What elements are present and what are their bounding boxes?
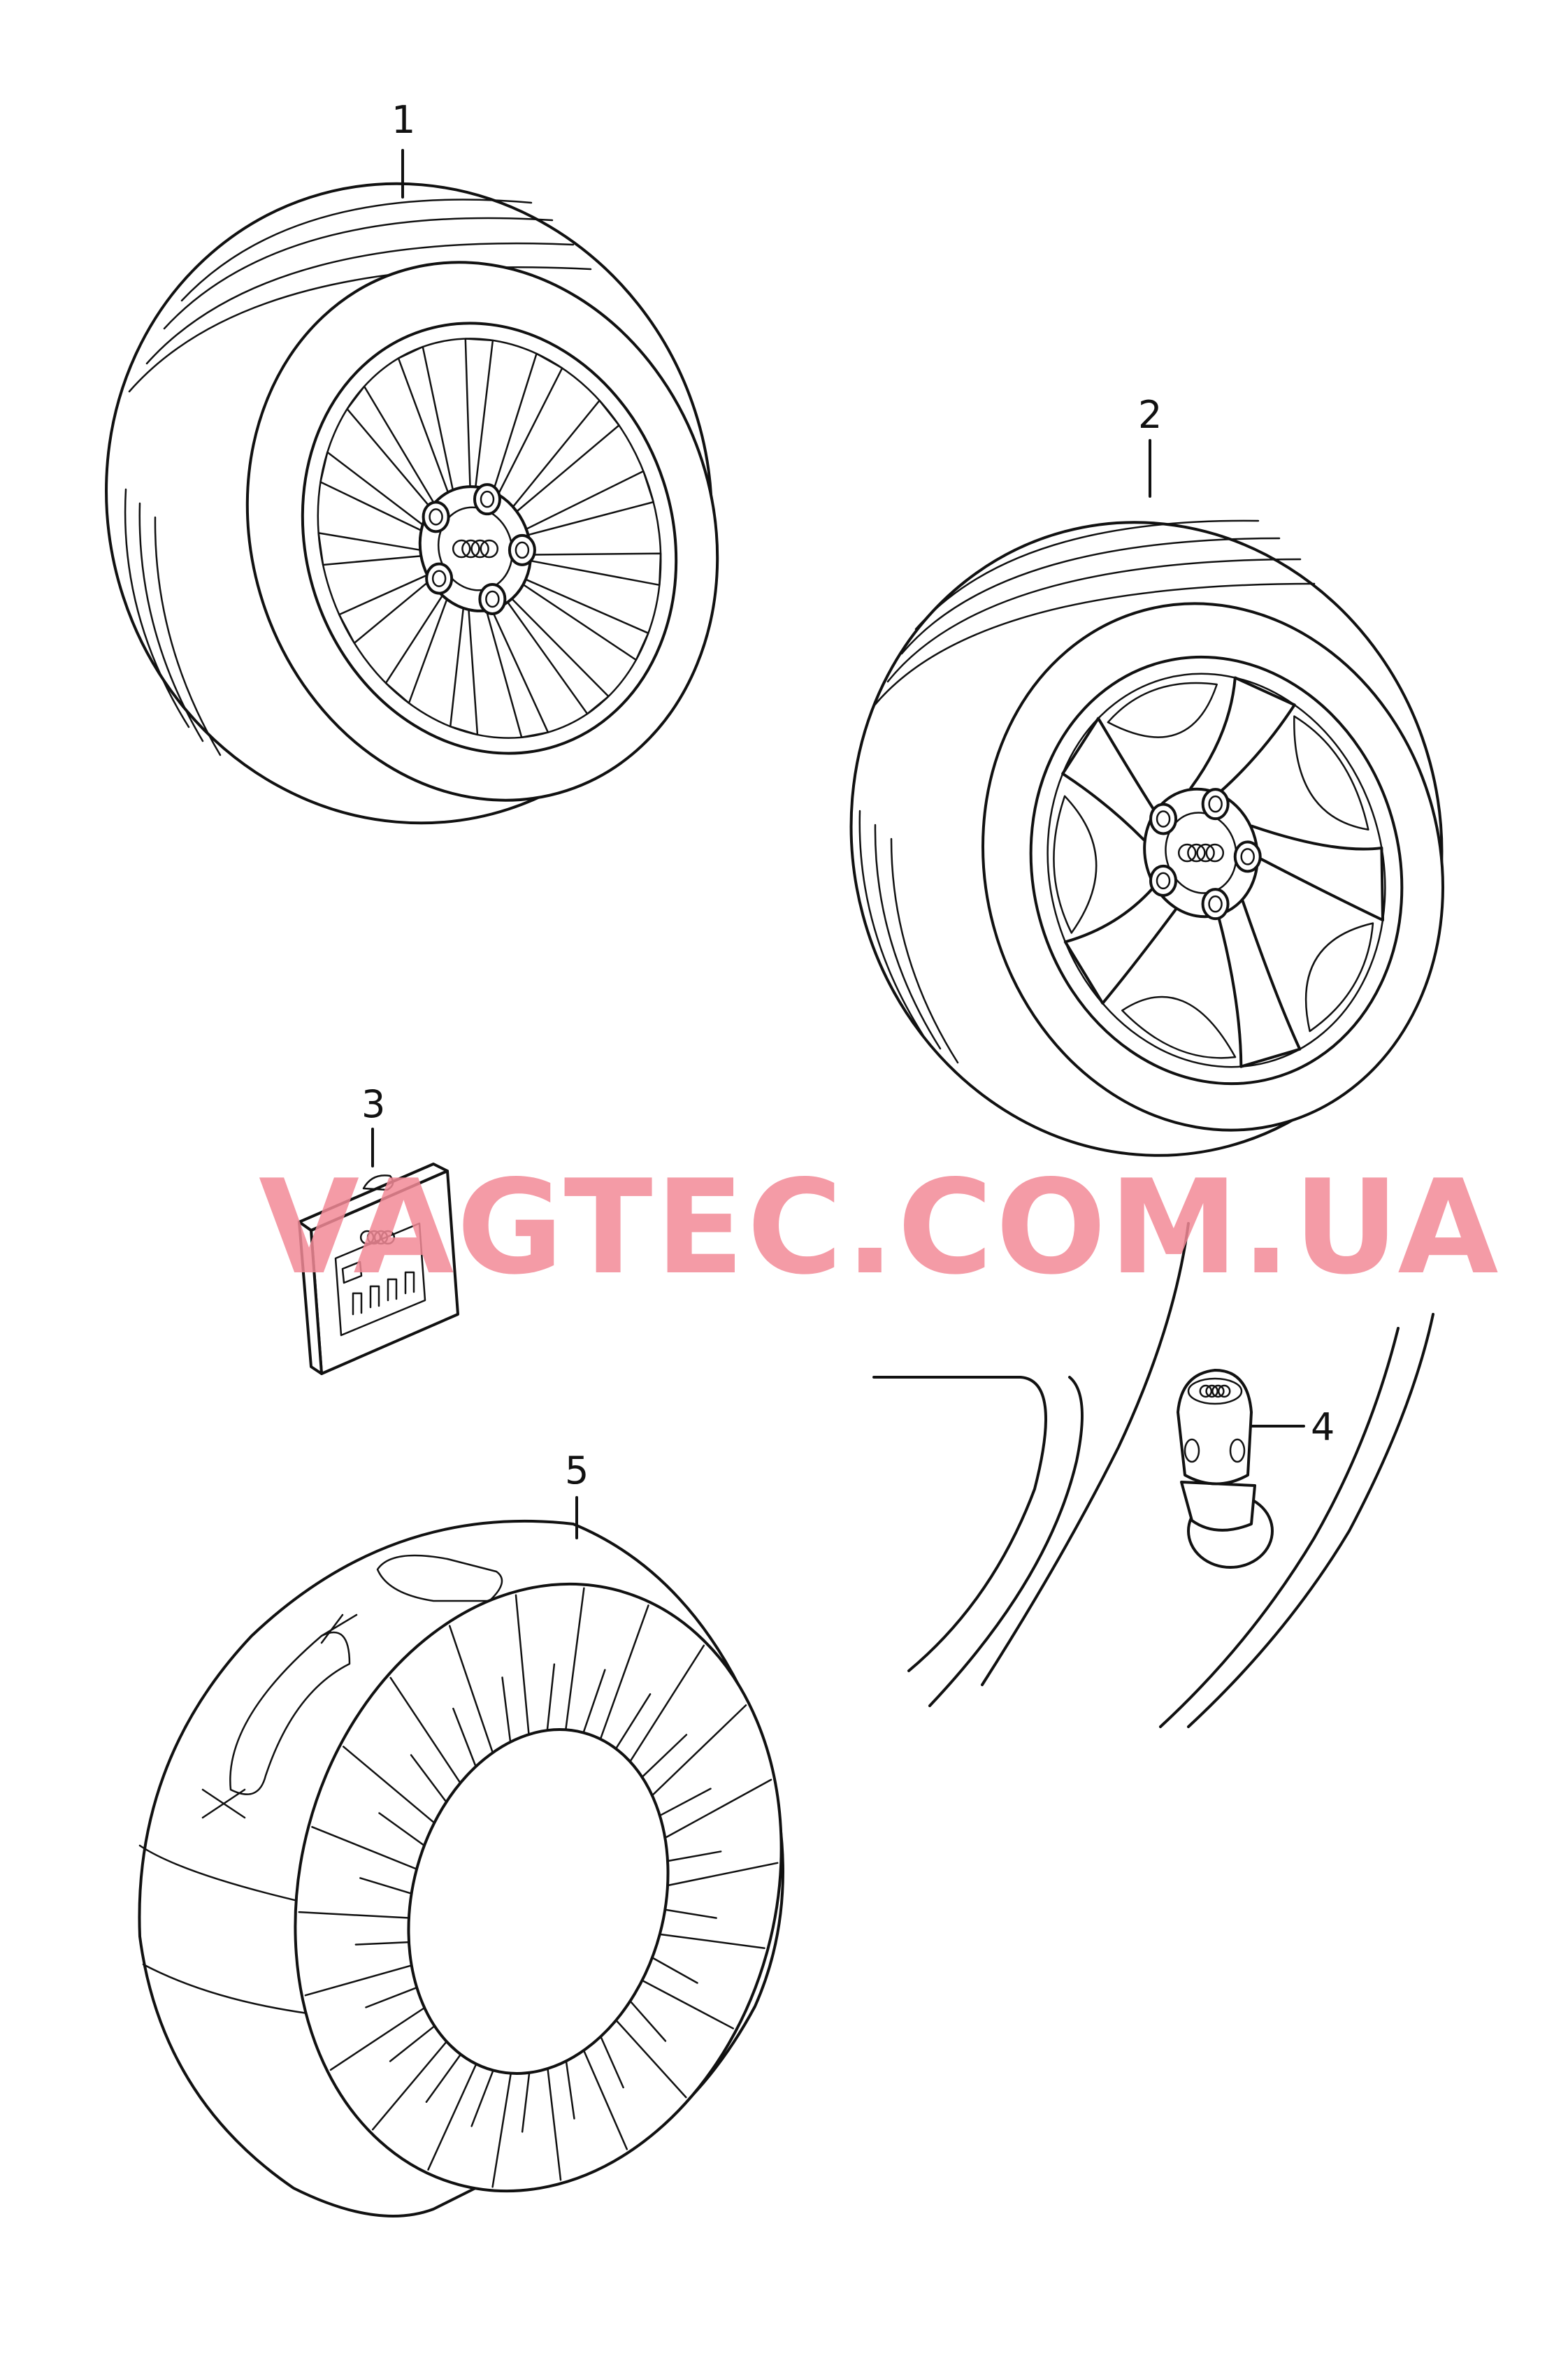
wheel-5-spoke[interactable] xyxy=(781,456,1513,1222)
tyre-valve[interactable] xyxy=(872,1222,1434,1728)
wheel-15-spoke[interactable] xyxy=(24,105,794,903)
callout-1: 1 xyxy=(391,98,415,142)
callout-5: 5 xyxy=(565,1449,589,1493)
watermark-text: VAGTEC.COM.UA xyxy=(259,1151,1501,1303)
bolt-kit-package[interactable] xyxy=(298,1163,459,1375)
callout-3: 3 xyxy=(361,1082,385,1126)
callout-4: 4 xyxy=(1311,1405,1335,1449)
wheel-storage-bag[interactable] xyxy=(138,1519,847,2246)
callout-2: 2 xyxy=(1138,393,1162,437)
